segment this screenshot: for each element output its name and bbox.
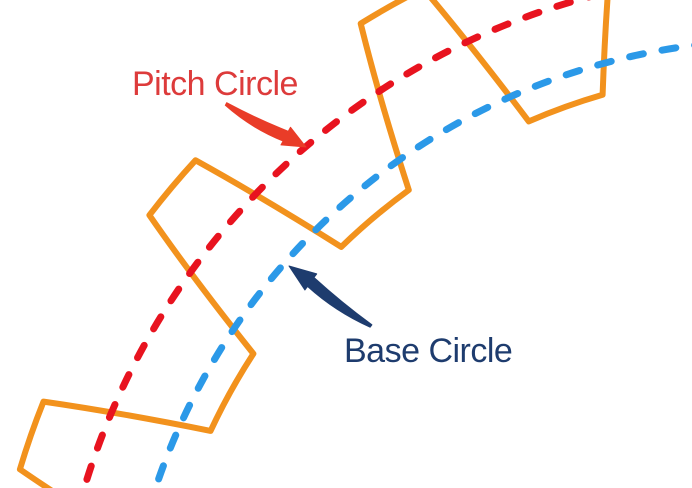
pitch-circle-arc bbox=[80, 0, 592, 488]
base-circle-label: Base Circle bbox=[344, 332, 513, 370]
base-circle-arc bbox=[151, 42, 692, 488]
base-circle-arrow bbox=[288, 265, 373, 328]
gear-teeth-outline bbox=[16, 0, 611, 488]
pitch-circle-arrow bbox=[224, 102, 307, 148]
pitch-circle-label: Pitch Circle bbox=[132, 65, 298, 103]
